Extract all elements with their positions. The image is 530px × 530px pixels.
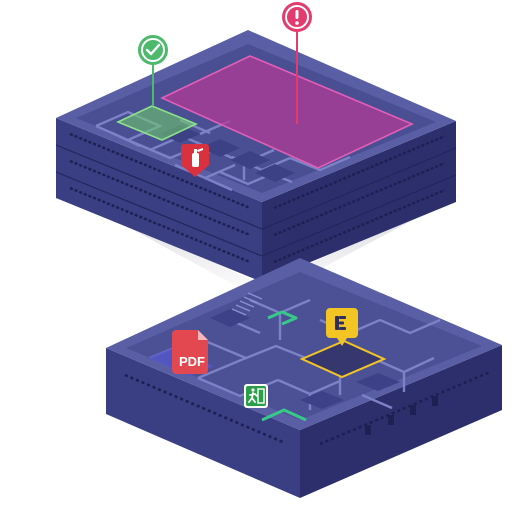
alert-zone[interactable] <box>160 55 414 169</box>
right-wall <box>300 345 502 498</box>
window-strips <box>124 370 491 446</box>
emergency-exit-icon <box>248 388 265 404</box>
small-rooms <box>210 309 400 409</box>
pdf-file-icon: PDF <box>179 354 205 369</box>
route-line <box>267 310 298 326</box>
route-line <box>261 408 307 422</box>
alert-pin[interactable] <box>282 2 312 124</box>
staircase <box>231 292 263 316</box>
fire-extinguisher-pin[interactable] <box>181 144 209 177</box>
selected-room[interactable] <box>299 339 387 379</box>
document-icon <box>335 316 346 330</box>
lower-floor-plate <box>126 272 482 420</box>
door-openings <box>365 396 438 435</box>
document-pin[interactable] <box>326 308 358 346</box>
lower-building: PDF <box>106 258 502 498</box>
pdf-label: PDF <box>179 354 205 369</box>
ok-pin[interactable] <box>138 35 168 106</box>
pdf-badge[interactable]: PDF <box>172 330 208 374</box>
window-strips <box>69 132 446 264</box>
left-wall <box>56 118 262 282</box>
right-wall <box>262 121 456 282</box>
left-wall <box>106 348 300 498</box>
upper-building <box>55 2 460 300</box>
checkmark-icon <box>145 43 161 56</box>
ok-zone[interactable] <box>116 105 198 141</box>
exclamation-icon <box>295 10 299 25</box>
emergency-exit-badge[interactable] <box>244 384 268 408</box>
fire-extinguisher-icon <box>192 148 203 167</box>
floor-bands <box>55 144 457 257</box>
